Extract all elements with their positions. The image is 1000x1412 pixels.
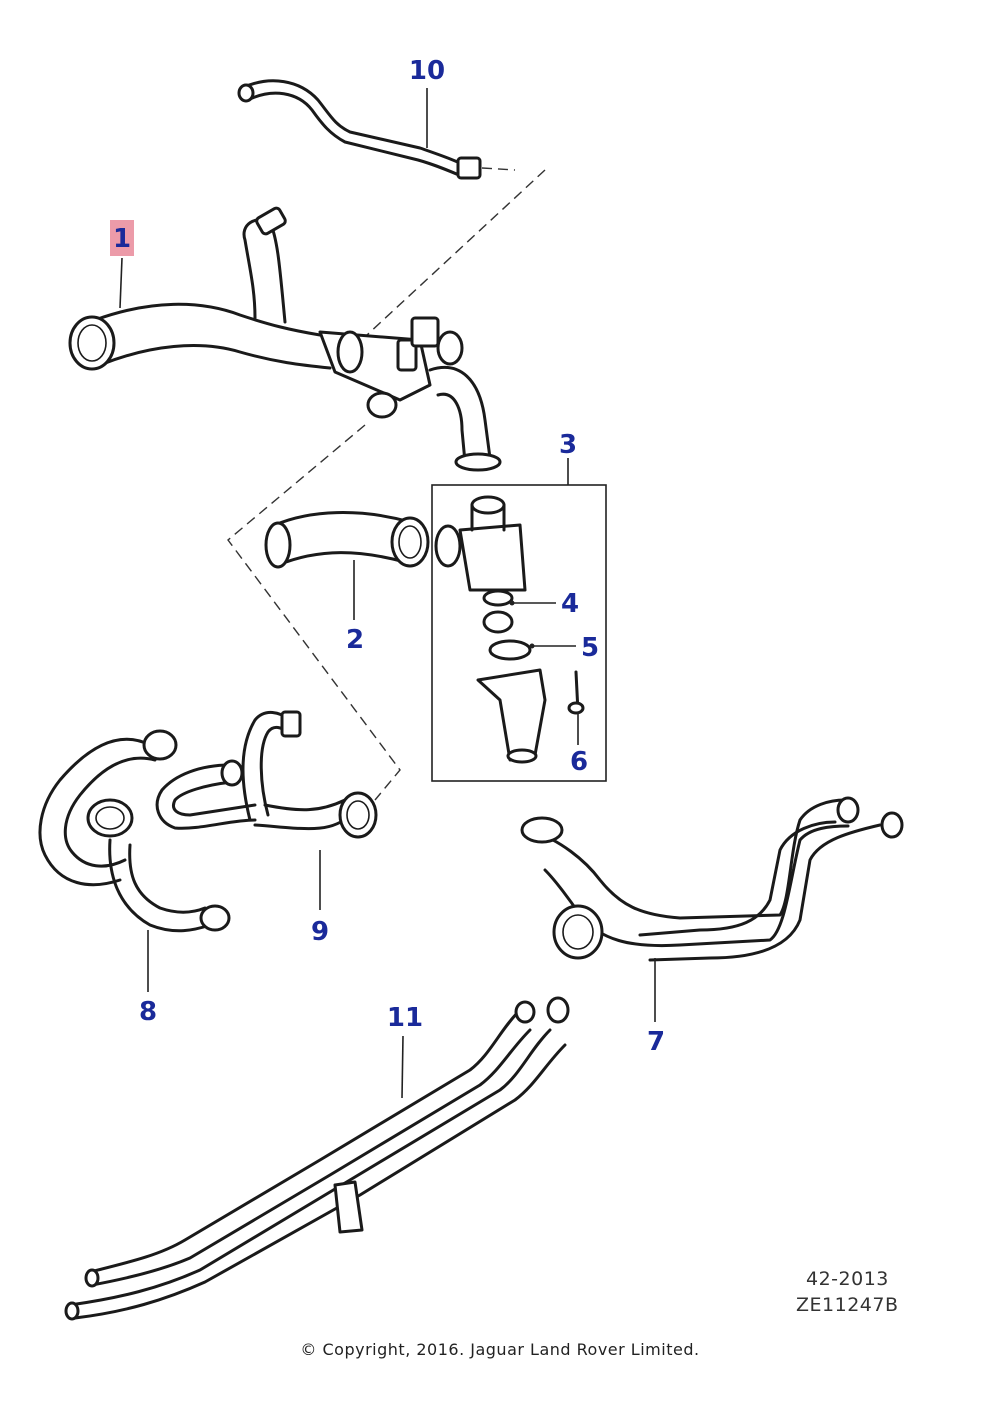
callout-2: 2: [346, 560, 364, 655]
callout-1: 1: [110, 220, 134, 309]
callout-10: 10: [409, 56, 445, 148]
part-7-hose-assembly: [520, 796, 904, 962]
svg-text:1: 1: [113, 224, 131, 254]
section-reference: 42-2013: [806, 1268, 889, 1290]
copyright-notice: © Copyright, 2016. Jaguar Land Rover Lim…: [300, 1340, 700, 1359]
part-8-hose: [38, 729, 231, 933]
part-9-hose: [155, 710, 378, 839]
svg-text:2: 2: [346, 625, 364, 655]
callout-5: 5: [529, 633, 599, 663]
callout-9: 9: [311, 850, 329, 947]
svg-text:9: 9: [311, 917, 329, 947]
svg-text:3: 3: [559, 430, 577, 460]
callout-4: 4: [509, 589, 579, 619]
part-2-hose: [264, 511, 430, 569]
assembly-line: [227, 169, 546, 801]
callout-3: 3: [559, 430, 577, 460]
svg-text:5: 5: [581, 633, 599, 663]
part-1-hose-assembly: [68, 206, 502, 472]
callout-8: 8: [139, 930, 157, 1027]
callout-11: 11: [387, 1003, 423, 1099]
svg-text:11: 11: [387, 1003, 423, 1033]
svg-text:8: 8: [139, 997, 157, 1027]
part-3-thermostat-group: [431, 458, 607, 782]
svg-text:6: 6: [570, 747, 588, 777]
callout-6: 6: [570, 712, 588, 777]
svg-text:4: 4: [561, 589, 579, 619]
part-10-hose: [237, 79, 516, 180]
svg-text:10: 10: [409, 56, 445, 86]
part-11-pipe-assembly: [64, 996, 570, 1321]
callout-7: 7: [647, 958, 665, 1057]
svg-text:7: 7: [647, 1027, 665, 1057]
drawing-id: ZE11247B: [796, 1294, 899, 1316]
